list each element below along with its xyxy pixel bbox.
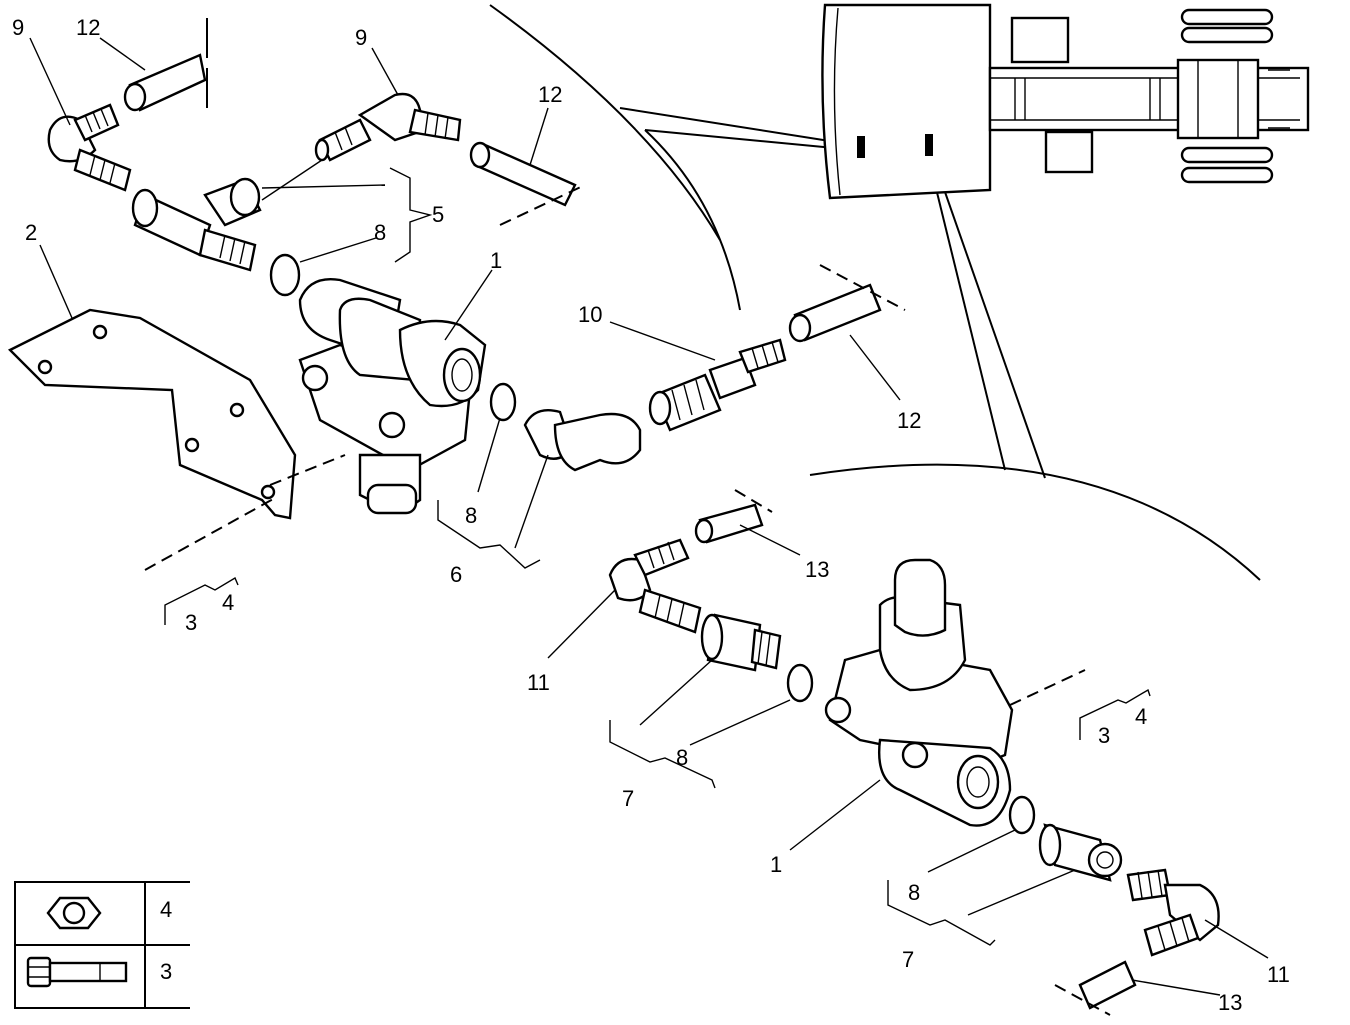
callout-13: 13 [1218,990,1242,1015]
callout-8: 8 [908,880,920,905]
leader-lines [29,37,1269,996]
callout-5: 5 [432,202,444,227]
callout-11: 11 [527,670,550,695]
callout-4: 4 [1135,704,1147,729]
callout-8: 8 [676,745,688,770]
fastener-legend: 4 3 [14,881,190,1009]
callout-11: 11 [1267,962,1290,987]
callout-8: 8 [374,220,386,245]
callout-7: 7 [902,947,914,972]
legend-bolt-label: 3 [160,959,172,984]
callout-13: 13 [805,557,829,582]
detail-view-arcs [489,4,1261,581]
callout-1: 1 [490,248,502,273]
upper-valve-assembly [7,18,906,625]
bolt-icon [26,956,128,988]
callout-labels: 9 12 9 12 5 2 8 1 10 12 8 6 3 4 13 11 3 … [12,15,1290,1015]
callout-4: 4 [222,590,234,615]
callout-6: 6 [450,562,462,587]
callout-12: 12 [897,408,921,433]
callout-12: 12 [538,82,562,107]
callout-9: 9 [12,15,24,40]
callout-10: 10 [578,302,602,327]
callout-12: 12 [76,15,100,40]
vehicle-top-view [821,3,1310,200]
callout-3: 3 [1098,723,1110,748]
hex-nut-icon [46,896,102,930]
callout-1: 1 [770,852,782,877]
lower-valve-assembly [608,489,1220,1016]
callout-3: 3 [185,610,197,635]
callout-8: 8 [465,503,477,528]
callout-9: 9 [355,25,367,50]
legend-nut-label: 4 [160,897,172,922]
callout-7: 7 [622,786,634,811]
callout-2: 2 [25,220,37,245]
